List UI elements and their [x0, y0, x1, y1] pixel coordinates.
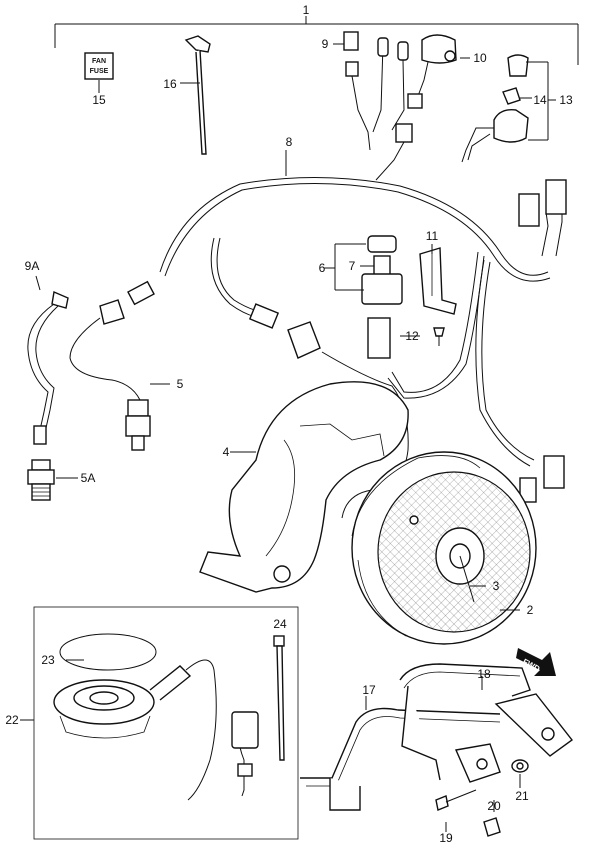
callout-7: 7 — [349, 259, 356, 273]
relay-bracket — [419, 247, 457, 346]
callout-15: 15 — [92, 93, 106, 107]
callout-9a: 9A — [25, 259, 40, 273]
callout-13: 13 — [559, 93, 573, 107]
callout-3: 3 — [493, 579, 500, 593]
cable-tie-24 — [273, 635, 285, 761]
harness-connectors — [127, 179, 567, 503]
callout-20: 20 — [487, 799, 501, 813]
hardware — [435, 759, 529, 837]
fan-fuse-label: FAN FUSE — [84, 52, 114, 93]
callout-21: 21 — [515, 789, 529, 803]
fan-shroud — [199, 381, 409, 593]
callout-11: 11 — [426, 229, 439, 243]
kit-box — [20, 606, 299, 840]
callout-10: 10 — [473, 51, 487, 65]
callout-12: 12 — [405, 329, 419, 343]
cable-tie — [180, 35, 211, 155]
fan-fuse-text-line2: FUSE — [90, 68, 109, 75]
callout-24: 24 — [273, 617, 287, 631]
thermo-switch-5a — [27, 459, 78, 501]
fan-fuse-text-line1: FAN — [92, 58, 106, 65]
mounting-brackets — [300, 663, 573, 811]
thermo-switch — [69, 299, 170, 451]
callout-22: 22 — [5, 713, 19, 727]
sensor-housing — [53, 659, 259, 801]
main-wire-harness — [159, 176, 563, 519]
callout-16: 16 — [163, 77, 177, 91]
callout-9: 9 — [322, 37, 329, 51]
callout-23: 23 — [41, 653, 55, 667]
callouts: 1 2 3 4 5 5A 6 7 8 9 9A 10 11 12 13 14 1… — [5, 3, 573, 845]
callout-18: 18 — [477, 667, 491, 681]
callout-19: 19 — [439, 831, 453, 845]
fan-motor — [351, 451, 537, 645]
callout-17: 17 — [362, 683, 376, 697]
fuse-holder — [343, 31, 413, 181]
callout-6: 6 — [319, 261, 326, 275]
leader-lines — [35, 43, 556, 337]
callout-5: 5 — [177, 377, 184, 391]
callout-8: 8 — [286, 135, 293, 149]
thermo-switch-harness — [27, 291, 69, 445]
gasket-ring — [59, 633, 157, 671]
callout-1: 1 — [303, 3, 310, 17]
assembly-bracket — [54, 16, 579, 65]
relay-block — [334, 235, 403, 359]
callout-14: 14 — [533, 93, 547, 107]
callout-2: 2 — [527, 603, 534, 617]
relay-unit — [407, 34, 457, 109]
callout-5a: 5A — [81, 471, 96, 485]
callout-4: 4 — [223, 445, 230, 459]
thermo-sensor — [461, 54, 529, 163]
